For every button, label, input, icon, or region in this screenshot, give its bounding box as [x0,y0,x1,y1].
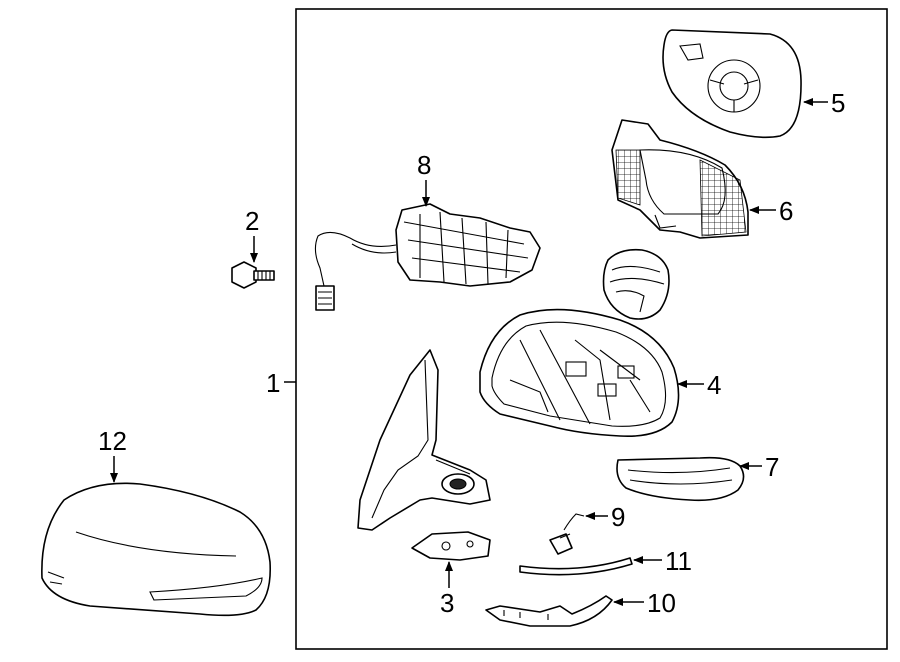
callout-1: 1 [266,368,280,398]
cover-bracket-part [411,531,491,561]
callout-9: 9 [611,502,625,532]
mirror-cover-part [41,482,272,617]
actuator-motor-part [314,203,541,311]
callout-5: 5 [831,88,845,118]
callout-2: 2 [245,206,259,236]
mirror-base-part [357,349,491,531]
glass-holder-part [611,119,749,239]
callout-11: 11 [665,546,692,576]
callout-8: 8 [417,150,431,180]
mirror-glass-part [662,29,802,139]
turn-signal-lamp-part [616,456,745,502]
pivot-mount-part [602,248,670,320]
callout-10: 10 [647,588,676,618]
mirror-housing-part [479,308,680,438]
callout-7: 7 [765,452,779,482]
callout-4: 4 [707,370,721,400]
callout-3: 3 [440,588,454,618]
callout-12: 12 [98,426,127,456]
callout-6: 6 [779,196,793,226]
screw-part [231,261,275,289]
lower-garnish-part [485,595,613,627]
assembly-frame [295,8,888,650]
garnish-strip-part [519,557,633,576]
connector-part [549,513,585,555]
